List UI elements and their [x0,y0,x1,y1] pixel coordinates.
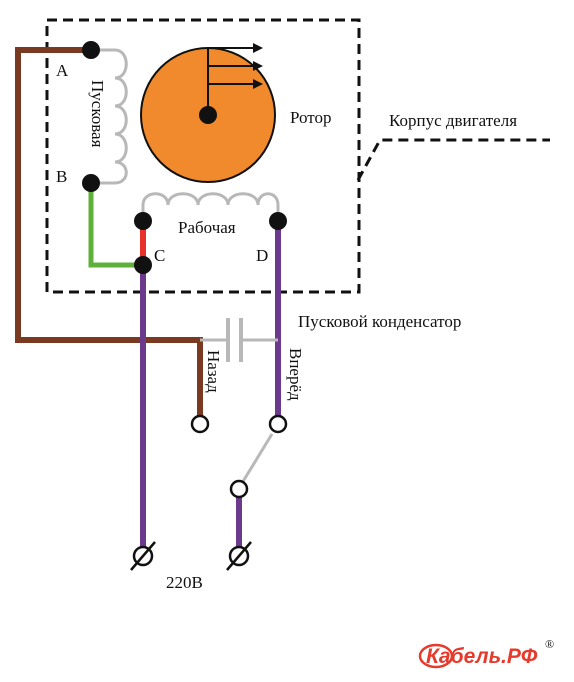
voltage-label: 220В [166,573,203,592]
terminal-a-label: A [56,61,69,80]
housing-callout-line [356,138,550,181]
work-winding-label: Рабочая [178,218,236,237]
back-contact [190,414,210,434]
terminal-c-dot [134,256,152,274]
rotor-label: Ротор [290,108,332,127]
power-terminal-right [226,541,252,571]
power-terminal-left [130,541,156,571]
kabel-rf-logo: Кабель.РФ ® [418,637,554,669]
rotor [140,43,276,183]
back-label: Назад [204,350,223,393]
green-wire [88,183,140,268]
terminal-d-label: D [256,246,268,265]
switch-lever [237,433,274,489]
terminal-c-top-dot [134,212,152,230]
terminal-c-label: C [154,246,165,265]
work-winding-coil [141,192,280,221]
switch-common-contact [229,479,249,499]
terminal-a-dot [82,41,100,59]
start-winding-coil [91,48,128,185]
logo-text: Кабель.РФ [426,645,538,668]
forward-contact [268,414,288,434]
motor-housing-box [45,18,361,294]
terminal-b-dot [82,174,100,192]
brown-wire [15,47,203,422]
start-winding-label: Пусковая [88,80,107,148]
housing-label: Корпус двигателя [389,111,517,130]
capacitor-label: Пусковой конденсатор [298,312,461,331]
terminal-b-label: B [56,167,67,186]
terminal-d-dot [269,212,287,230]
logo-registered-mark: ® [545,637,554,651]
forward-label: Вперёд [286,348,305,401]
start-capacitor [200,318,278,362]
